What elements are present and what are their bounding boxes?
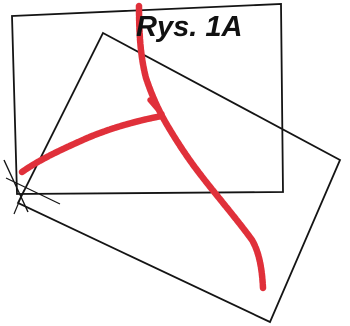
- red-trace-main: [135, 2, 267, 292]
- upright-rectangle: [11, 3, 284, 195]
- corner-tick-2: [5, 177, 61, 205]
- red-trace-branch: [18, 112, 166, 176]
- corner-tick-3: [13, 189, 25, 215]
- figure-label: Rys. 1A: [136, 11, 242, 43]
- red-trace-stub: [147, 97, 165, 117]
- rotated-rectangle: [16, 31, 342, 324]
- corner-tick-1: [3, 159, 29, 213]
